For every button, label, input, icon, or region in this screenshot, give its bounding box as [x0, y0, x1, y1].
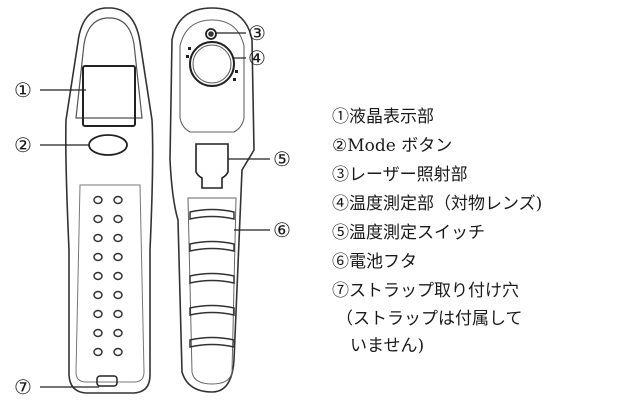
grip-hole: [113, 309, 123, 319]
legend-item-battery-cover: ⑥電池フタ: [332, 252, 417, 272]
battery-cover-ridge: [189, 336, 235, 348]
battery-cover-ridges: [189, 208, 235, 348]
grip-hole: [113, 195, 123, 205]
side-head-inner: [179, 19, 245, 133]
callout-7: ⑦: [14, 375, 32, 399]
front-grip-outline: [75, 184, 145, 383]
legend-item-strap-hole: ⑦ストラップ取り付け穴: [332, 281, 519, 301]
grip-hole: [113, 347, 123, 357]
grip-hole: [93, 195, 103, 205]
battery-cover-ridge: [189, 208, 235, 220]
legend-note-line1: （ストラップは付属して: [336, 309, 523, 329]
legend-note-line2: いません): [350, 336, 425, 356]
grip-hole: [113, 290, 123, 300]
side-body-outline: [169, 7, 255, 393]
callout-1: ①: [14, 78, 32, 102]
legend-item-mode-button: ②Mode ボタン: [332, 136, 453, 156]
grip-hole: [93, 328, 103, 338]
callout-2: ②: [14, 133, 32, 157]
grip-hole: [93, 290, 103, 300]
grip-hole: [113, 271, 123, 281]
grip-hole: [113, 233, 123, 243]
laser-emitter-core: [208, 31, 214, 37]
grip-hole: [93, 271, 103, 281]
legend-item-sensor: ④温度測定部（対物レンズ): [332, 194, 543, 214]
callout-5: ⑤: [273, 147, 291, 171]
grip-hole: [93, 347, 103, 357]
mode-button: [88, 134, 128, 156]
grip-hole: [93, 309, 103, 319]
lens-inner: [192, 44, 232, 84]
grip-hole: [93, 233, 103, 243]
front-body-outline: [65, 7, 154, 394]
measure-switch: [195, 143, 229, 189]
callout-4: ④: [248, 46, 266, 70]
battery-cover-ridge: [189, 304, 235, 316]
side-view: [169, 7, 255, 393]
lens-ticks: [186, 47, 238, 81]
leader-lines: [40, 32, 270, 388]
grip-hole: [93, 252, 103, 262]
front-view: [65, 7, 154, 394]
grip-hole: [113, 328, 123, 338]
grip-hole: [93, 214, 103, 224]
strap-hole: [96, 375, 118, 387]
laser-emitter: [205, 28, 217, 40]
callout-6: ⑥: [273, 218, 291, 242]
lcd-screen: [82, 65, 136, 127]
battery-cover-ridge: [189, 240, 235, 252]
legend-item-laser: ③レーザー照射部: [332, 165, 468, 185]
legend-item-lcd: ①液晶表示部: [332, 107, 434, 127]
grip-hole: [113, 214, 123, 224]
battery-cover-ridge: [189, 272, 235, 284]
legend-item-switch: ⑤温度測定スイッチ: [332, 223, 485, 243]
grip-hole: [113, 252, 123, 262]
front-head-inner: [75, 17, 143, 119]
grip-holes: [93, 195, 123, 357]
parts-legend: ①液晶表示部 ②Mode ボタン ③レーザー照射部 ④温度測定部（対物レンズ) …: [332, 103, 632, 360]
battery-cover-outline: [187, 197, 237, 385]
lens-outer: [189, 41, 235, 87]
callout-3: ③: [248, 21, 266, 45]
